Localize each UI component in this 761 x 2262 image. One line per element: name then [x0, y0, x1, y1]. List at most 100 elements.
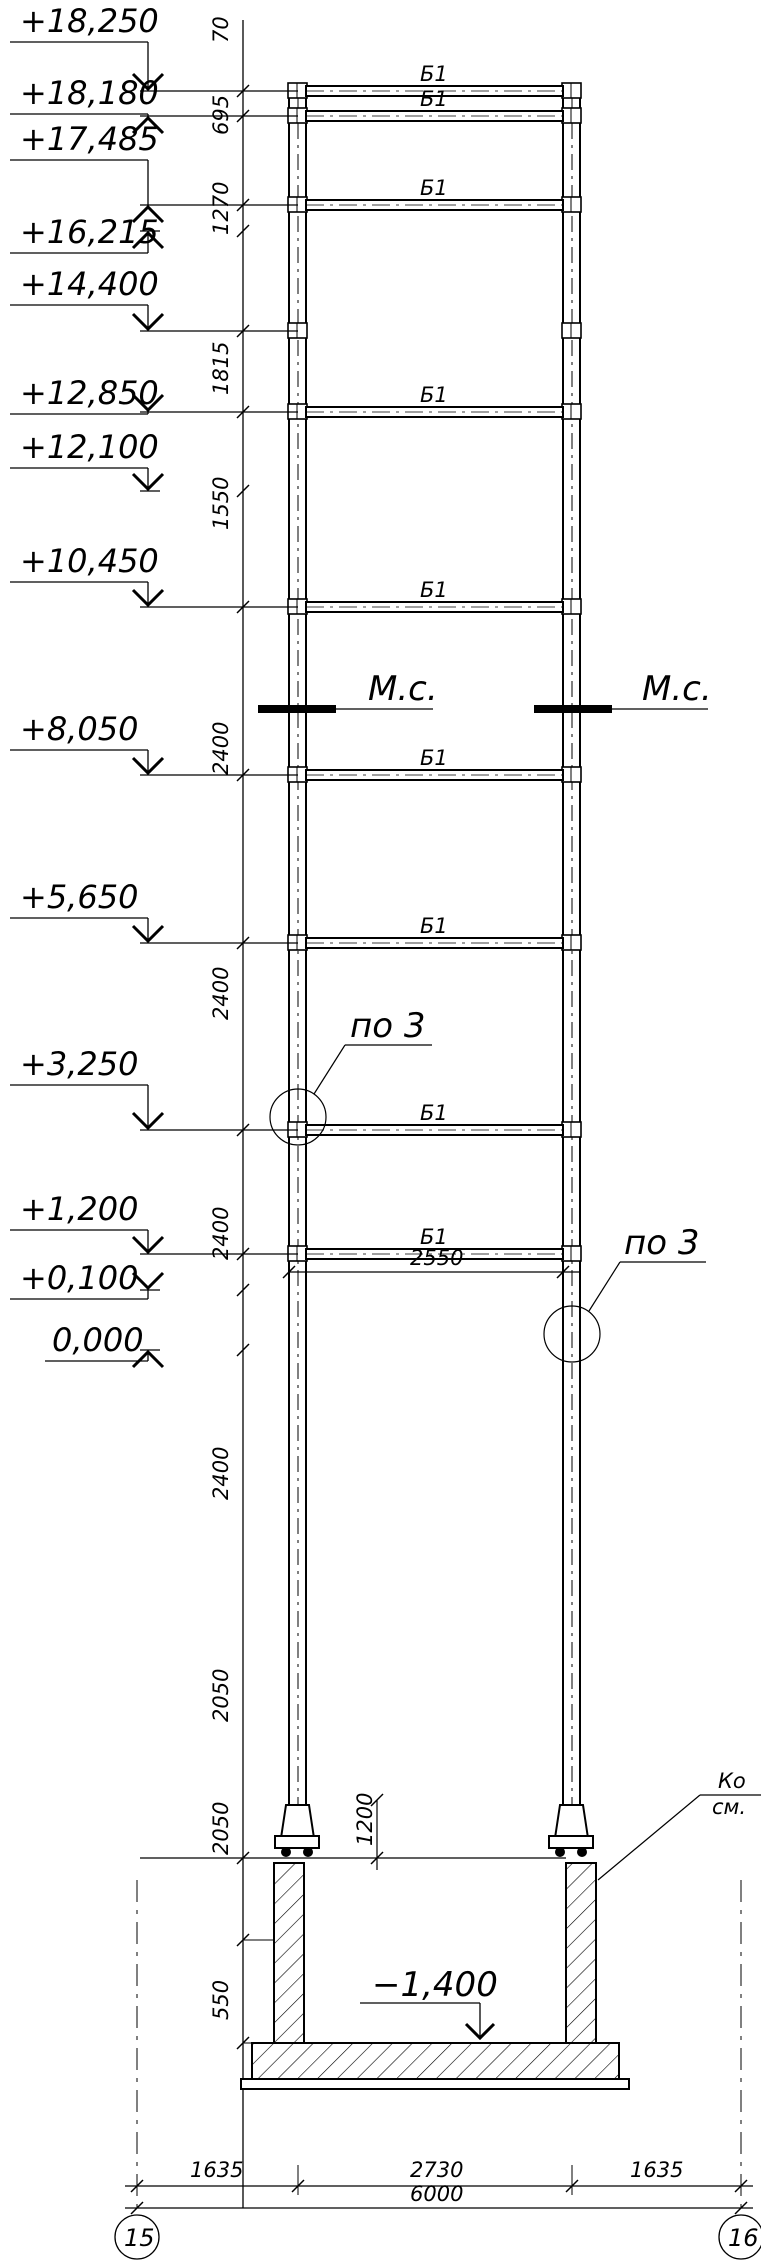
vertical-dimension-label: 695: [209, 95, 233, 135]
elevation-label: +17,485: [20, 120, 159, 158]
pit-level-label: −1,400: [372, 1965, 498, 2005]
column-left: [288, 92, 307, 1830]
leader-note-line-1: Ко: [718, 1769, 746, 1793]
dimension-tick: [236, 600, 250, 614]
column-base-left: [274, 1804, 320, 1857]
vertical-dimension-label: 2400: [209, 967, 233, 1020]
vertical-dimension-label: 70: [209, 16, 233, 43]
elevation-marker: +0,100: [10, 1259, 250, 1300]
dim-total: 6000: [410, 2182, 463, 2206]
dimension-tick: [236, 484, 250, 498]
dimension-tick: [236, 768, 250, 782]
elevation-marker: 0,000: [45, 1321, 250, 1369]
elevation-marker: +14,400: [10, 265, 298, 338]
dim-left: 1635: [190, 2158, 243, 2182]
vertical-dimension-label: 2400: [209, 722, 233, 775]
dimension-tick: [236, 405, 250, 419]
axis-marker-15: 15: [114, 2214, 160, 2260]
elevation-marker: +12,100: [10, 428, 250, 498]
leader-note-line-2: см.: [712, 1795, 746, 1819]
vertical-dimensions-layer: 7069512701815155024002400240024002050205…: [209, 16, 275, 2050]
vertical-dimension-label: 1550: [209, 477, 233, 530]
dimension-tick: [236, 84, 250, 98]
dimension-tick: [236, 324, 250, 338]
beam-label: Б1: [420, 746, 448, 770]
elevation-label: +3,250: [20, 1045, 138, 1083]
dimension-tick: [236, 198, 250, 212]
beam-b1: Б1: [305, 383, 564, 418]
beam-label: Б1: [420, 1101, 448, 1125]
vertical-dimension-label: 2050: [209, 1802, 233, 1855]
elevation-label: +18,180: [20, 74, 159, 112]
dimension-tick: [236, 109, 250, 123]
inner-dimension: 2550: [282, 1246, 580, 1279]
dimension-tick: [236, 1283, 250, 1297]
elevation-marker: +18,180: [10, 74, 298, 135]
foundation-pit: [140, 1857, 630, 2090]
elevation-marker: +16,215: [10, 213, 250, 254]
vertical-dimension-label: 1270: [209, 182, 233, 235]
dimension-tick: [236, 224, 250, 238]
elevation-label: +1,200: [20, 1190, 138, 1228]
elevation-label: +12,100: [20, 428, 159, 466]
beam-label: Б1: [420, 914, 448, 938]
elevation-marker: +3,250: [10, 1045, 298, 1137]
elevation-label: +12,850: [20, 374, 159, 412]
node-callout-label-1: по 3: [350, 1006, 425, 1046]
elevation-label: +0,100: [20, 1259, 138, 1297]
elevation-marker: +12,850: [10, 374, 298, 419]
node-callout-label-2: по 3: [624, 1223, 699, 1263]
beam-label: Б1: [420, 176, 448, 200]
axis-marker-16: 16: [718, 2214, 761, 2260]
beam-label: Б1: [420, 1225, 448, 1249]
beam-b1: Б1: [305, 176, 564, 211]
vertical-dimension-label: 2400: [209, 1447, 233, 1500]
elevation-marker: +5,650: [10, 878, 298, 950]
elevation-marker: +17,485: [10, 120, 298, 224]
vertical-dimension-label: 2400: [209, 1207, 233, 1260]
landing-marks: М.с. М.с.: [258, 669, 712, 713]
beam-b1: Б1: [305, 1101, 564, 1136]
elevation-marker: +18,250: [10, 2, 298, 98]
foundation-leader-note: Ко см.: [597, 1769, 761, 1881]
dim-right: 1635: [630, 2158, 683, 2182]
elevation-label: +5,650: [20, 878, 138, 916]
elevation-marker: +10,450: [10, 542, 298, 614]
beam-b1: Б1: [305, 914, 564, 949]
elevation-label: +14,400: [20, 265, 159, 303]
elevation-label: +16,215: [20, 213, 159, 251]
node-callout-1: по 3: [269, 1006, 432, 1146]
beam-b1: Б1: [305, 1225, 564, 1260]
beam-label: Б1: [420, 383, 448, 407]
elevation-label: +18,250: [20, 2, 159, 40]
dimension-tick: [236, 936, 250, 950]
elevation-marker: +1,200: [10, 1190, 298, 1261]
beam-label: Б1: [420, 578, 448, 602]
dimension-tick: [236, 1247, 250, 1261]
column-base-right: [548, 1804, 594, 1857]
dimension-tick: [236, 1343, 250, 1357]
elevation-markers-layer: +18,250 +18,180 +17,485 +16,215 +14,400 +12,8…: [10, 2, 298, 1369]
beam-b1: Б1: [305, 746, 564, 781]
stair-height-label: 1200: [353, 1793, 377, 1846]
vertical-dimension-label: 2050: [209, 1669, 233, 1722]
axis-lines: [136, 1880, 742, 2208]
dimension-tick: [236, 1123, 250, 1137]
landing-label-left: М.с.: [368, 669, 438, 709]
elevation-label: +8,050: [20, 710, 138, 748]
elevation-marker: +8,050: [10, 710, 298, 782]
beam-b1: Б1: [305, 578, 564, 613]
elevation-label: 0,000: [52, 1321, 144, 1359]
column-right: [562, 92, 581, 1830]
beam-b1: Б1: [305, 87, 564, 122]
elevation-label: +10,450: [20, 542, 159, 580]
landing-label-right: М.с.: [642, 669, 712, 709]
vertical-dimension-label: 550: [209, 1980, 233, 2020]
axis-label-15: 15: [124, 2224, 155, 2252]
pit-level-marker: −1,400: [360, 1965, 498, 2041]
inner-dimension-label: 2550: [410, 1246, 463, 1270]
axis-label-16: 16: [728, 2224, 759, 2252]
beam-b1: Б1: [305, 62, 564, 97]
stair-height-dimension: 1200: [353, 1793, 384, 1870]
